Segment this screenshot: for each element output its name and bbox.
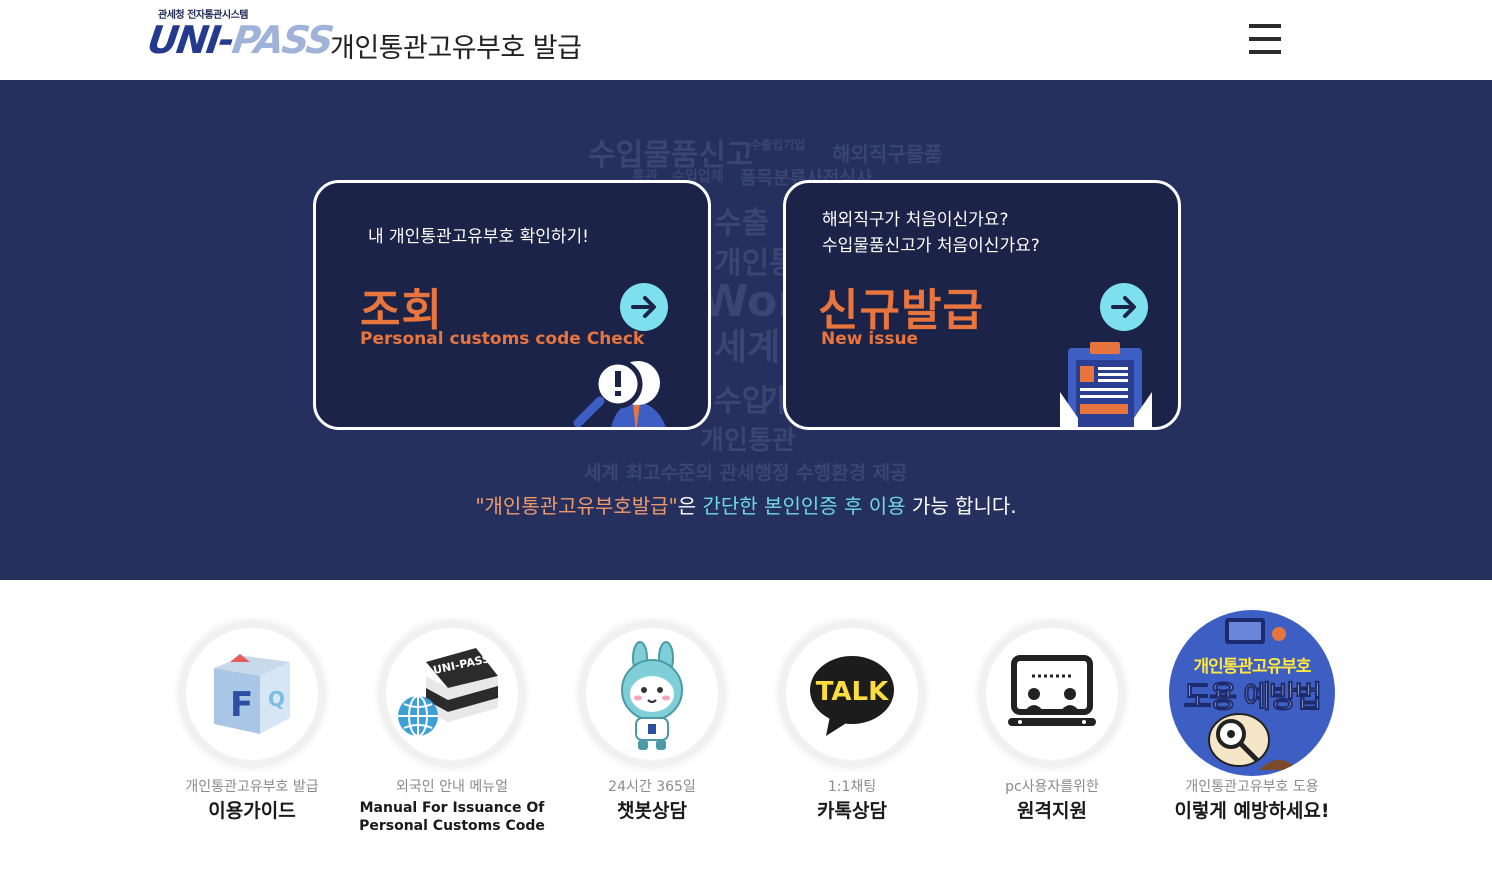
logo-word-uni: UNI- <box>144 18 236 62</box>
lookup-subtitle: Personal customs code Check <box>360 329 645 349</box>
kakao-talk-icon: TALK <box>786 628 918 760</box>
wordcloud-word: 수입물품신고 <box>588 138 754 173</box>
wordcloud-word: 수입 <box>714 384 770 419</box>
identity-theft-prevention-badge[interactable]: 개인통관고유부호 도용 예방법 <box>1169 610 1335 776</box>
notice-service-name: "개인통관고유부호발급" <box>475 494 678 518</box>
service-main-line-2: Personal Customs Code <box>359 818 545 834</box>
service-main: 챗봇상담 <box>617 800 687 822</box>
page-title: 개인통관고유부호 발급 <box>330 33 582 64</box>
svg-text:Q: Q <box>268 687 285 711</box>
new-issue-question-2: 수입물품신고가 처음이신가요? <box>822 236 1040 256</box>
new-issue-subtitle: New issue <box>821 329 919 349</box>
wordcloud-word: 수출입기업 <box>750 138 806 152</box>
service-main: 카톡상담 <box>817 800 887 822</box>
manual-books-globe-icon: UNI-PASS <box>386 628 518 760</box>
lookup-title: 조회 <box>360 285 443 336</box>
notice-text-4: 가능 합니다. <box>905 494 1017 518</box>
service-sub: 1:1채팅 <box>827 779 877 795</box>
service-main: 이용가이드 <box>208 800 296 822</box>
lookup-question: 내 개인통관고유부호 확인하기! <box>368 227 589 247</box>
talk-label: TALK <box>816 677 889 707</box>
wordcloud-word: 세계 최고수준의 관세행정 수행환경 제공 <box>584 462 908 484</box>
service-main: 원격지원 <box>1017 800 1087 822</box>
new-issue-question: 해외직구가 처음이신가요? 수입물품신고가 처음이신가요? <box>822 207 1040 259</box>
clipboard-document-icon <box>1056 340 1156 427</box>
hero-section: 수입물품신고 수출입기업 해외직구물품 통관 수입업체 품목분류사전심사 수출 … <box>0 80 1492 580</box>
wordcloud-word: 세계 <box>714 327 781 368</box>
svg-text:F: F <box>230 685 253 725</box>
notice-highlight: 간단한 본인인증 후 이용 <box>702 494 906 518</box>
chatbot-rabbit-icon <box>586 628 718 760</box>
new-issue-arrow-icon[interactable] <box>1100 283 1148 331</box>
badge-line-2: 도용 예방법 <box>1183 680 1322 716</box>
new-issue-card[interactable]: 해외직구가 처음이신가요? 수입물품신고가 처음이신가요? 신규발급 New i… <box>783 180 1181 430</box>
lookup-card[interactable]: 내 개인통관고유부호 확인하기! 조회 Personal customs cod… <box>313 180 711 430</box>
service-sub: 24시간 365일 <box>608 779 696 795</box>
wordcloud-word: 개인통관 <box>700 426 796 456</box>
service-sub: pc사용자를위한 <box>1005 779 1099 795</box>
service-sub: 개인통관고유부호 도용 <box>1185 779 1319 795</box>
new-issue-title: 신규발급 <box>818 285 984 336</box>
service-sub: 외국인 안내 메뉴얼 <box>396 779 508 795</box>
wordcloud-word: 해외직구물품 <box>832 142 943 166</box>
faq-cube-icon: F Q <box>186 628 318 760</box>
service-main: 이렇게 예방하세요! <box>1174 800 1330 822</box>
service-main-line-1: Manual For Issuance Of <box>359 800 545 816</box>
new-issue-question-1: 해외직구가 처음이신가요? <box>822 210 1009 230</box>
unipass-logo[interactable]: UNI-PASS <box>145 18 335 62</box>
site-header: 관세청 전자통관시스템 UNI-PASS 개인통관고유부호 발급 <box>0 0 1492 80</box>
magnifier-person-icon <box>570 353 680 427</box>
remote-support-monitor-icon <box>986 628 1118 760</box>
service-main: Manual For Issuance Of Personal Customs … <box>352 799 552 835</box>
logo-subtitle: 관세청 전자통관시스템 <box>158 10 248 21</box>
service-sub: 개인통관고유부호 발급 <box>185 779 319 795</box>
services-section: F Q 개인통관고유부호 발급 이용가이드 UNI-PASS 외국인 안내 메뉴… <box>0 580 1492 879</box>
notice-text: "개인통관고유부호발급"은 간단한 본인인증 후 이용 가능 합니다. <box>0 490 1492 519</box>
notice-text-2: 은 <box>677 494 703 518</box>
hamburger-menu-icon[interactable] <box>1249 24 1281 54</box>
badge-line-1: 개인통관고유부호 <box>1193 657 1311 677</box>
wordcloud-word: 수출 <box>714 206 770 241</box>
logo-word-pass: PASS <box>229 18 335 62</box>
lookup-arrow-icon[interactable] <box>620 283 668 331</box>
